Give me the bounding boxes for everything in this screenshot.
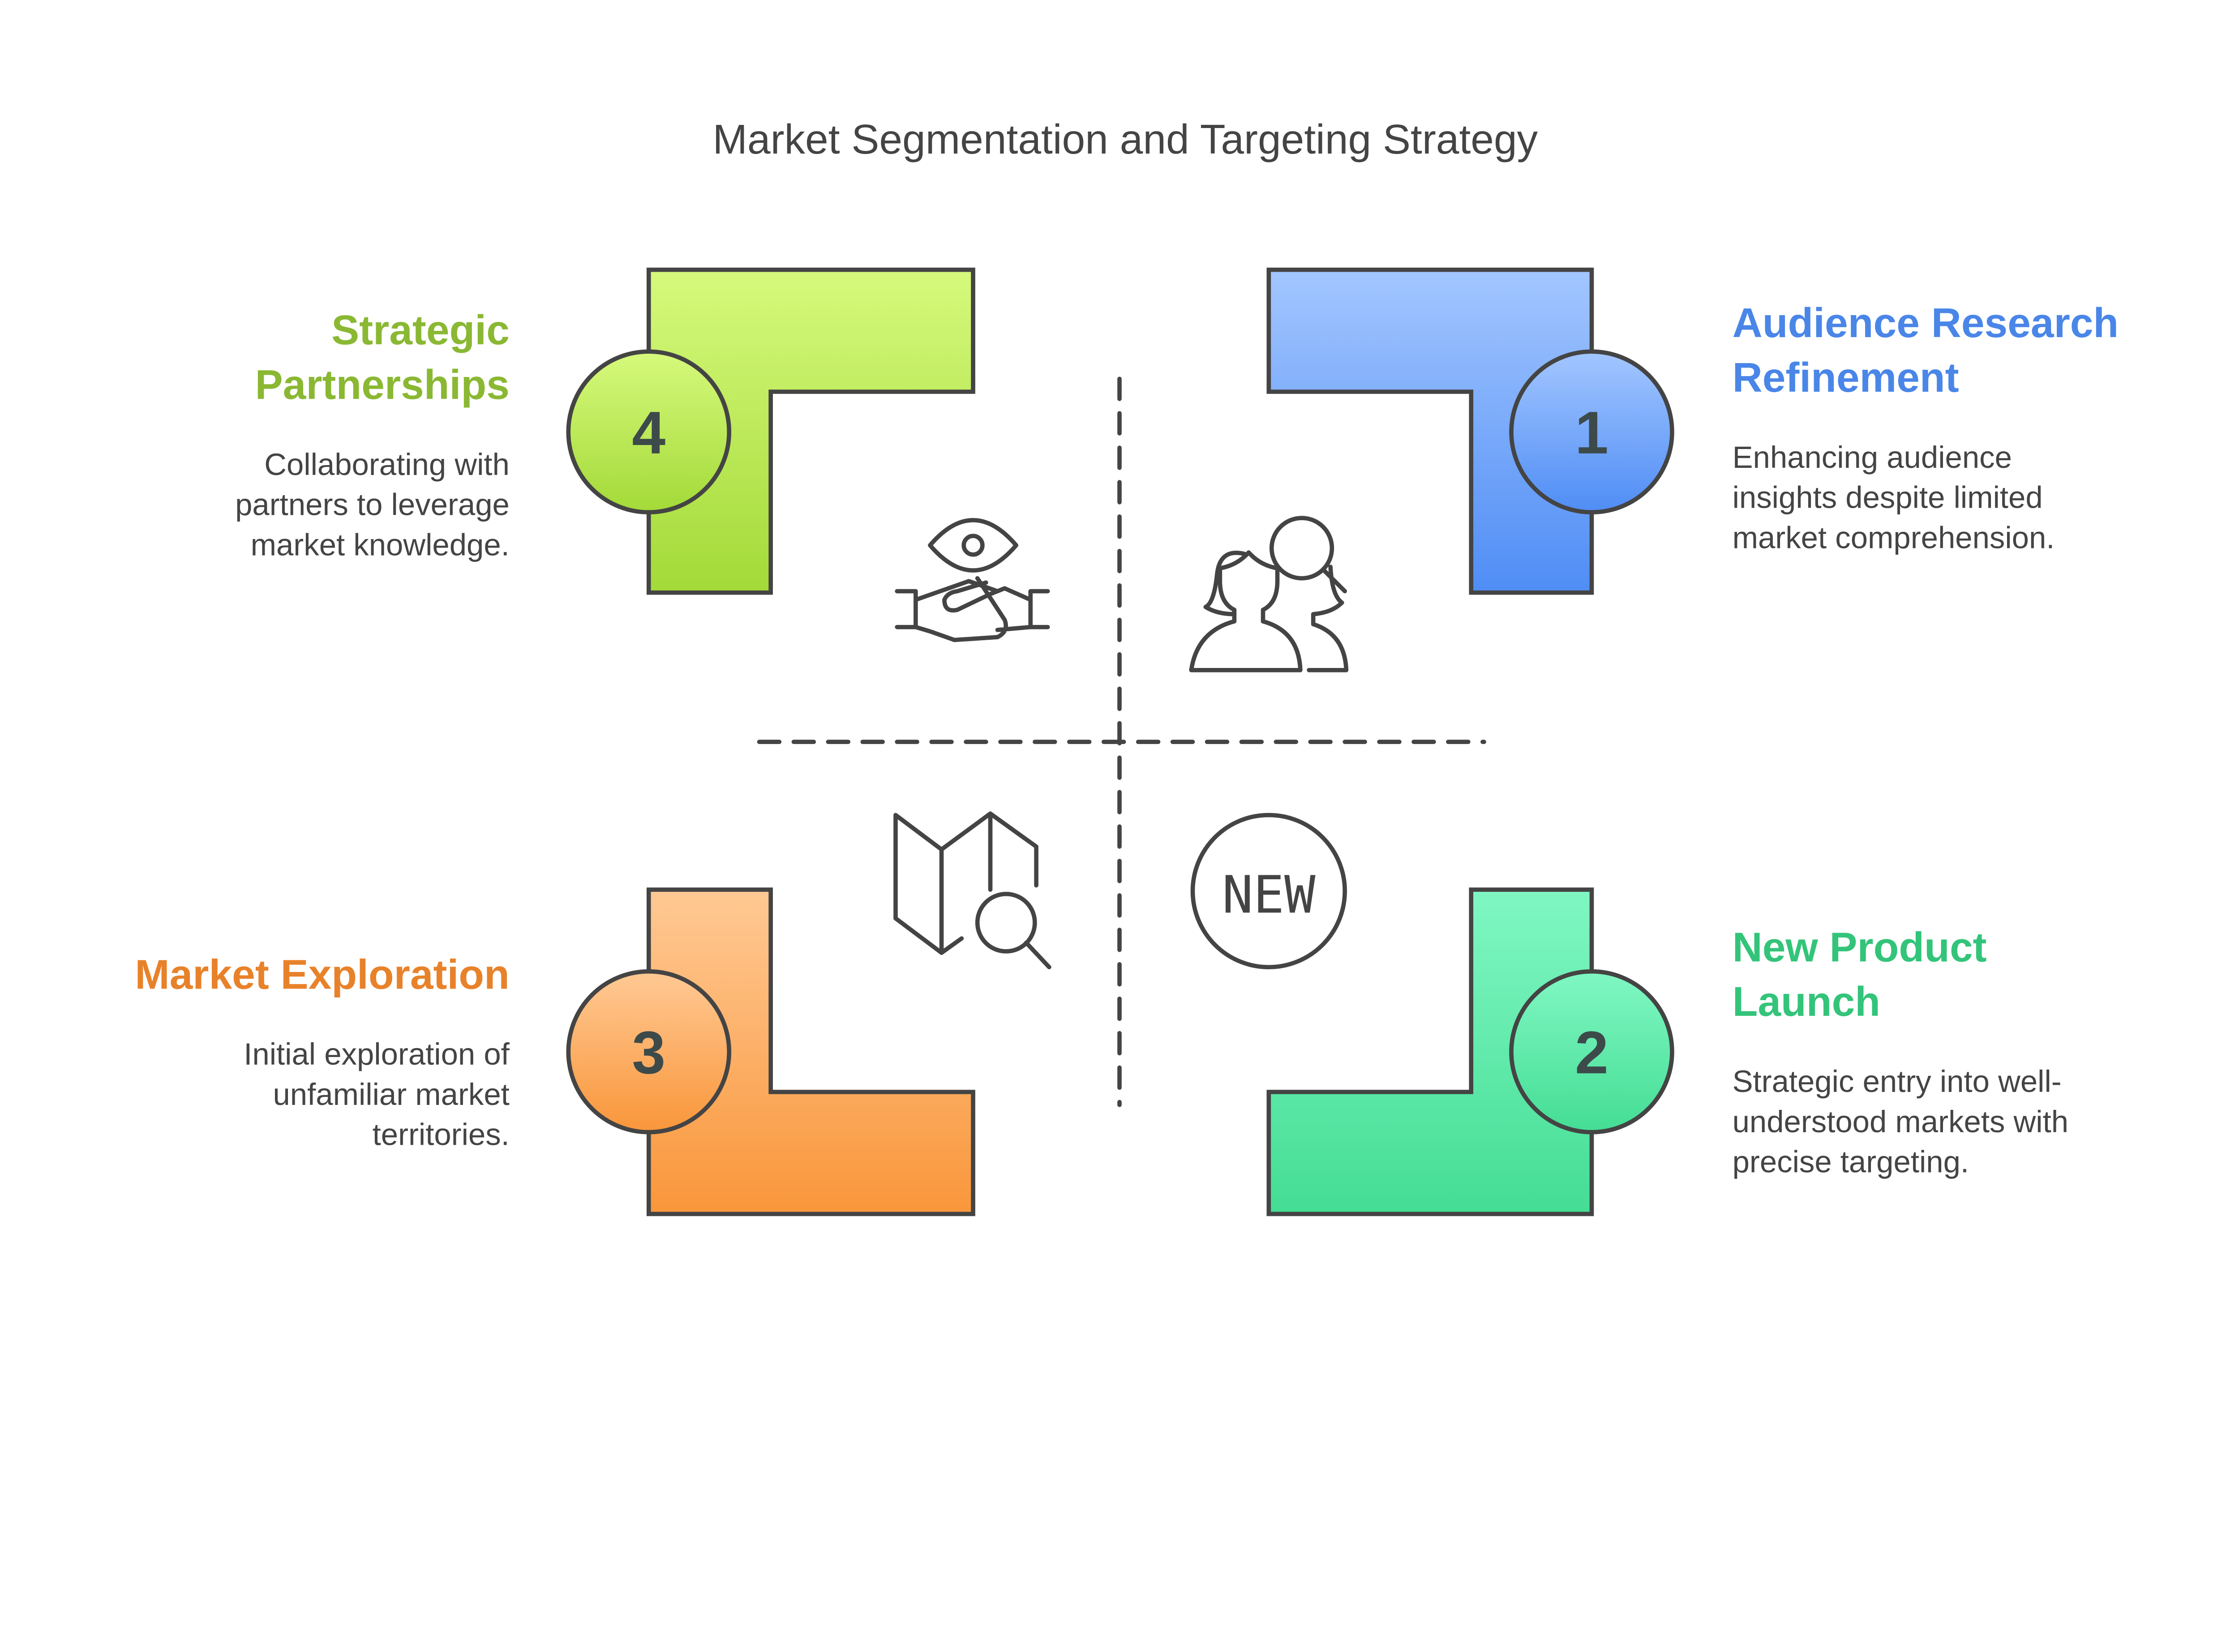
l-shape: [646, 267, 975, 595]
quadrant-new-product-launch: 2 New Product Launch Strategic entry int…: [1266, 887, 2069, 1216]
quadrant-strategic-partnerships: 4 Strategic Partnerships Collaborating w…: [235, 267, 975, 595]
body-line: partners to leverage: [235, 488, 510, 522]
new-badge-label: NEW: [1222, 865, 1316, 925]
body-line: market comprehension.: [1733, 520, 2055, 555]
body-line: market knowledge.: [251, 527, 510, 562]
number-badge: [566, 969, 732, 1134]
diagram: Market Segmentation and Targeting Strate…: [135, 116, 2119, 1216]
heading-line: Market Exploration: [135, 951, 510, 997]
number-badge: [1509, 969, 1674, 1134]
quadrant-market-exploration: 3 Market Exploration Initial exploration…: [135, 887, 975, 1216]
map-search-icon: [893, 811, 1051, 970]
body-line: territories.: [373, 1117, 510, 1152]
heading-line: Launch: [1733, 978, 1880, 1025]
l-shape: [1266, 887, 1594, 1216]
quadrant-audience-research: 1 Audience Research Refinement Enhancing…: [1266, 267, 2119, 595]
body-line: Strategic entry into well-: [1733, 1064, 2062, 1099]
number-label: 1: [1575, 399, 1608, 466]
heading-line: Audience Research: [1733, 300, 2119, 346]
number-label: 4: [632, 399, 665, 466]
body-line: Collaborating with: [264, 447, 510, 482]
body-line: understood markets with: [1733, 1104, 2069, 1139]
body-line: unfamiliar market: [273, 1077, 509, 1112]
heading-line: New Product: [1733, 924, 1987, 970]
body-line: Initial exploration of: [244, 1037, 510, 1071]
audience-search-icon: [1189, 516, 1349, 672]
l-shape: [1266, 267, 1594, 595]
number-label: 3: [632, 1019, 665, 1086]
number-label: 2: [1575, 1019, 1608, 1086]
body-line: insights despite limited: [1733, 480, 2043, 515]
body-line: Enhancing audience: [1733, 440, 2012, 475]
body-line: precise targeting.: [1733, 1145, 1969, 1179]
heading-line: Refinement: [1733, 354, 1959, 401]
handshake-eye-icon: [895, 518, 1050, 642]
l-shape: [646, 887, 975, 1216]
heading-line: Strategic: [331, 307, 510, 353]
number-badge: [1509, 349, 1674, 515]
number-badge: [566, 349, 732, 515]
new-badge-icon: NEW: [1190, 813, 1347, 970]
heading-line: Partnerships: [255, 361, 510, 408]
diagram-title: Market Segmentation and Targeting Strate…: [713, 116, 1538, 163]
